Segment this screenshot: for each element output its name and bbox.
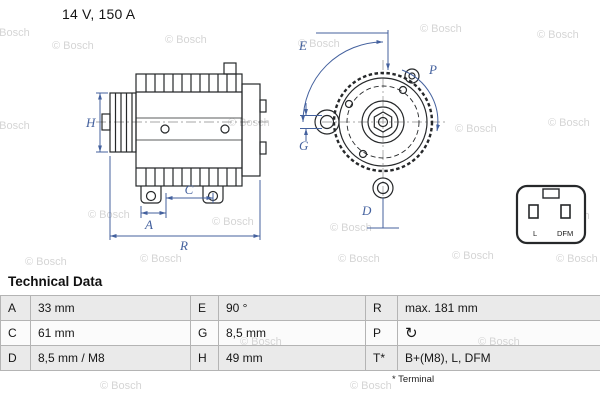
dim-label-C: C [185, 182, 194, 197]
spec-value: 49 mm [218, 345, 366, 371]
spec-value: B+(M8), L, DFM [397, 345, 600, 371]
table-row: A 33 mm E 90 ° R max. 181 mm [0, 295, 600, 321]
spec-label: A [0, 295, 31, 321]
front-view-dimensions [300, 30, 441, 229]
terminal-footnote: * Terminal [392, 374, 435, 385]
spec-value: 8,5 mm / M8 [30, 345, 191, 371]
table-row: D 8,5 mm / M8 H 49 mm T* B+(M8), L, DFM [0, 345, 600, 371]
spec-label: D [0, 345, 31, 371]
dim-label-D: D [361, 203, 372, 218]
connector-label-DFM: DFM [557, 229, 573, 238]
spec-label: R [365, 295, 398, 321]
dim-label-H: H [85, 115, 96, 130]
spec-label: E [190, 295, 219, 321]
spec-label: T* [365, 345, 398, 371]
connector-label-L: L [533, 229, 537, 238]
dim-label-G: G [299, 138, 309, 153]
connector-diagram: L DFM [515, 184, 587, 245]
spec-table: A 33 mm E 90 ° R max. 181 mm C 61 mm G 8… [0, 295, 600, 371]
section-title: Technical Data [8, 274, 103, 289]
spec-value: 33 mm [30, 295, 191, 321]
spec-value: 8,5 mm [218, 320, 366, 346]
dim-label-P: P [428, 62, 437, 77]
dim-label-E: E [298, 38, 307, 53]
dim-label-R: R [179, 238, 188, 253]
connector-pin-DFM [560, 204, 571, 219]
spec-label: H [190, 345, 219, 371]
table-row: C 61 mm G 8,5 mm P ↻ [0, 320, 600, 346]
rotation-clockwise-icon: ↻ [397, 320, 600, 346]
technical-drawing: H A C R [85, 30, 587, 253]
connector-notch [542, 188, 560, 199]
side-view-dimensions [96, 92, 261, 240]
spec-label: C [0, 320, 31, 346]
alternator-front-view [314, 68, 434, 199]
dim-label-A: A [144, 217, 153, 232]
spec-label: G [190, 320, 219, 346]
center-lines [96, 60, 446, 202]
rating-label: 14 V, 150 A [62, 6, 136, 22]
technical-data-section: Technical Data A 33 mm E 90 ° R max. 181… [0, 272, 600, 385]
spec-value: max. 181 mm [397, 295, 600, 321]
connector-pin-L [528, 204, 539, 219]
spec-label: P [365, 320, 398, 346]
spec-value: 61 mm [30, 320, 191, 346]
spec-value: 90 ° [218, 295, 366, 321]
